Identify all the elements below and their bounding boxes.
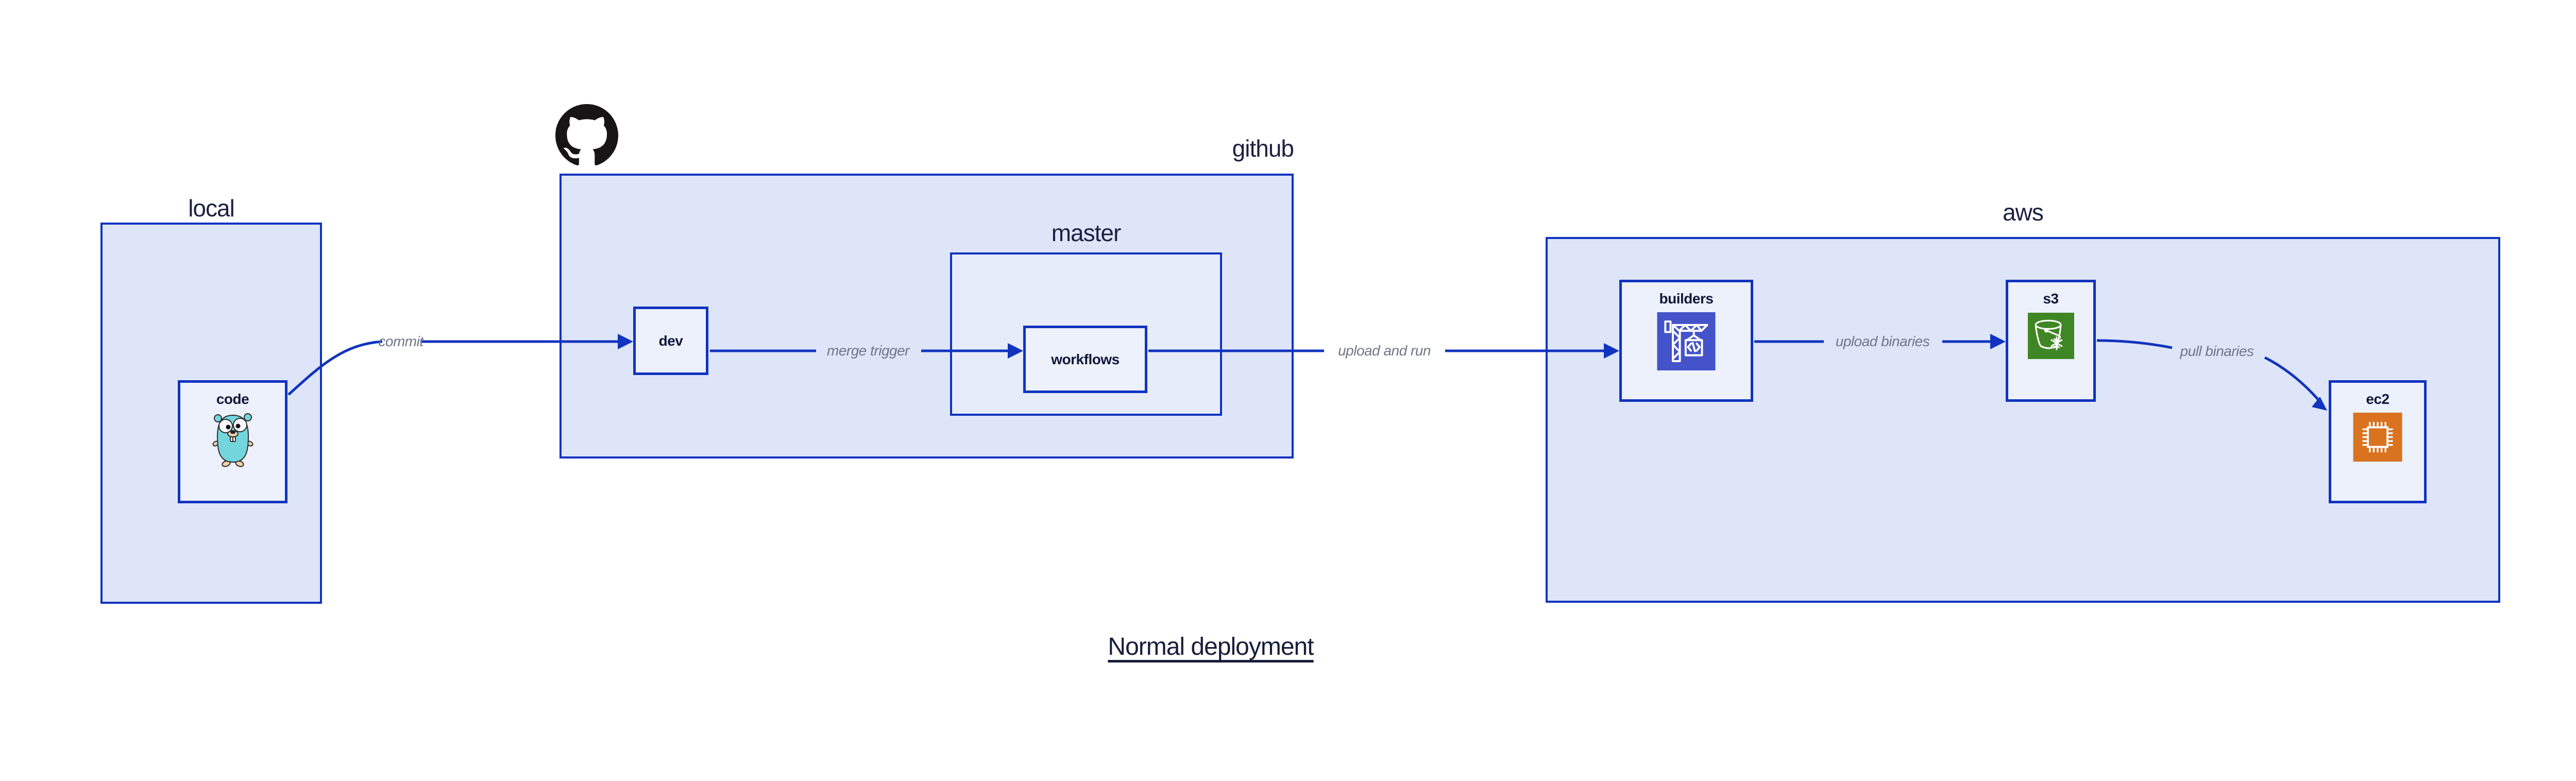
local-container-label: local — [188, 195, 235, 222]
ec2-chip-icon — [2353, 413, 2402, 462]
edge-label-upload-binaries: upload binaries — [1835, 333, 1930, 349]
edge-label-merge-trigger: merge trigger — [826, 343, 910, 359]
node-ec2-label: ec2 — [2366, 391, 2389, 407]
node-ec2: ec2 — [2329, 380, 2427, 503]
node-workflows-label: workflows — [1051, 351, 1120, 367]
node-code-label: code — [216, 391, 249, 407]
node-dev-label: dev — [658, 332, 683, 349]
gopher-icon — [212, 413, 253, 467]
s3-bucket-icon — [2027, 312, 2074, 360]
edge-label-upload-and-run: upload and run — [1338, 343, 1431, 359]
node-builders-label: builders — [1659, 291, 1714, 307]
codebuild-crane-icon — [1656, 312, 1716, 370]
github-container-label: github — [1232, 135, 1294, 162]
node-dev: dev — [633, 307, 708, 375]
node-builders: builders — [1619, 280, 1753, 402]
diagram-title: Normal deployment — [1108, 633, 1314, 660]
aws-container-label: aws — [2003, 199, 2044, 226]
edge-label-commit: commit — [378, 333, 423, 349]
node-workflows: workflows — [1023, 326, 1147, 393]
node-s3-label: s3 — [2043, 291, 2059, 307]
node-s3: s3 — [2006, 280, 2096, 402]
edge-label-pull-binaries: pull binaries — [2180, 343, 2254, 359]
master-container-label: master — [1051, 219, 1122, 246]
github-logo-icon — [555, 104, 618, 167]
node-code: code — [178, 380, 287, 503]
